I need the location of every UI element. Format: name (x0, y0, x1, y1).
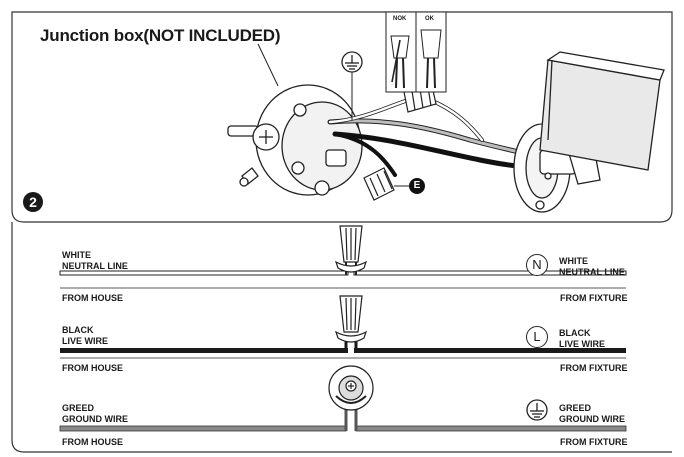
from-fixture-live: FROM FIXTURE (560, 363, 628, 373)
ground-screw (328, 365, 374, 411)
from-house-ground: FROM HOUSE (62, 437, 124, 447)
from-fixture-neutral: FROM FIXTURE (560, 293, 628, 303)
inset-nok-ok (385, 11, 447, 93)
wire-nut-live (334, 295, 368, 343)
nok-label: NOK (393, 16, 407, 22)
wire-nut-neutral (334, 225, 368, 273)
from-house-neutral: FROM HOUSE (62, 293, 124, 303)
junction-box-title: Junction box(NOT INCLUDED) (40, 26, 281, 45)
from-fixture-ground: FROM FIXTURE (560, 437, 628, 447)
wire-nut-black (363, 167, 395, 201)
wire-row-neutral (59, 262, 627, 289)
light-fixture (513, 51, 665, 213)
wire-row-ground (59, 404, 627, 432)
live-symbol: L (526, 326, 548, 348)
neutral-symbol: N (526, 254, 548, 276)
step-number-badge: 2 (23, 192, 43, 212)
from-house-live: FROM HOUSE (62, 363, 124, 373)
junction-box (227, 84, 363, 196)
ok-label: OK (425, 16, 434, 22)
callout-e-badge: E (409, 178, 425, 194)
ground-symbol-bottom (526, 399, 548, 421)
ground-symbol-top (341, 51, 363, 73)
